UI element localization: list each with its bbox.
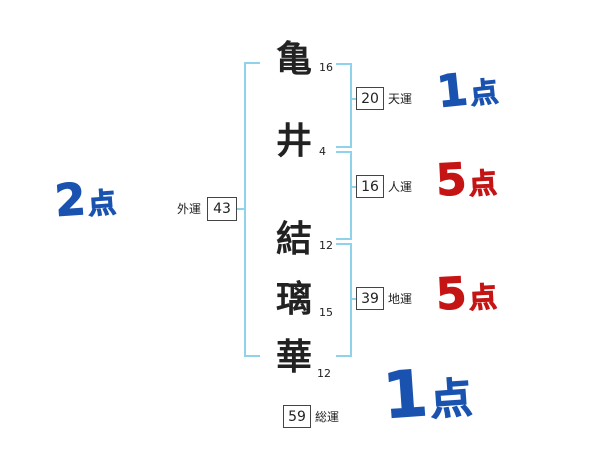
stroke-count-4: 15 <box>319 306 333 319</box>
tenun-bracket-connector <box>350 98 358 100</box>
gaiun-bracket-top-tick <box>244 62 260 64</box>
chiun-bracket-top-tick <box>336 243 352 245</box>
jinun-bracket-bottom-tick <box>336 238 352 240</box>
jinun-score: 5点 <box>434 153 500 207</box>
gaiun-score-value: 2 <box>53 173 90 228</box>
gaiun-score: 2点 <box>53 173 120 228</box>
stroke-count-3: 12 <box>319 239 333 252</box>
stroke-count-1: 16 <box>319 61 333 74</box>
tenun-score: 1点 <box>434 64 502 119</box>
name-char-1: 亀 <box>276 39 313 80</box>
gaiun-bracket-bottom-tick <box>244 355 260 357</box>
jinun-bracket-connector <box>350 186 358 188</box>
name-char-2: 井 <box>276 121 313 162</box>
tenun-value-box: 20 <box>356 87 384 110</box>
souun-score: 1点 <box>380 357 476 435</box>
jinun-bracket-top-tick <box>336 151 352 153</box>
chiun-score-value: 5 <box>434 267 470 321</box>
chiun-score: 5点 <box>434 267 500 321</box>
chiun-bracket-connector <box>350 298 358 300</box>
souun-score-unit: 点 <box>428 372 476 425</box>
chiun-value-box: 39 <box>356 287 384 310</box>
stroke-count-2: 4 <box>319 145 326 158</box>
tenun-label: 天運 <box>388 92 413 106</box>
jinun-value-box: 16 <box>356 175 384 198</box>
jinun-label: 人運 <box>388 180 413 194</box>
chiun-bracket-vertical <box>350 243 352 357</box>
tenun-score-unit: 点 <box>468 74 502 111</box>
chiun-bracket-bottom-tick <box>336 355 352 357</box>
souun-score-value: 1 <box>380 357 433 435</box>
souun-value-box: 59 <box>283 405 311 428</box>
gaiun-value-box: 43 <box>207 197 237 221</box>
gaiun-bracket-connector <box>237 208 245 210</box>
name-char-4: 璃 <box>276 279 313 320</box>
chiun-label: 地運 <box>388 292 413 306</box>
tenun-bracket-bottom-tick <box>336 146 352 148</box>
chiun-score-unit: 点 <box>467 280 500 316</box>
gaiun-label: 外運 <box>177 202 202 216</box>
stroke-count-5: 12 <box>317 367 331 380</box>
name-char-3: 結 <box>276 219 313 260</box>
souun-label: 総運 <box>315 410 340 424</box>
gaiun-bracket-vertical <box>244 62 246 357</box>
jinun-score-unit: 点 <box>467 166 500 202</box>
name-char-5: 華 <box>276 337 313 378</box>
jinun-score-value: 5 <box>434 153 470 207</box>
jinun-bracket-vertical <box>350 151 352 240</box>
tenun-bracket-vertical <box>350 63 352 148</box>
tenun-bracket-top-tick <box>336 63 352 65</box>
tenun-score-value: 1 <box>434 64 473 119</box>
gaiun-score-unit: 点 <box>86 185 120 221</box>
